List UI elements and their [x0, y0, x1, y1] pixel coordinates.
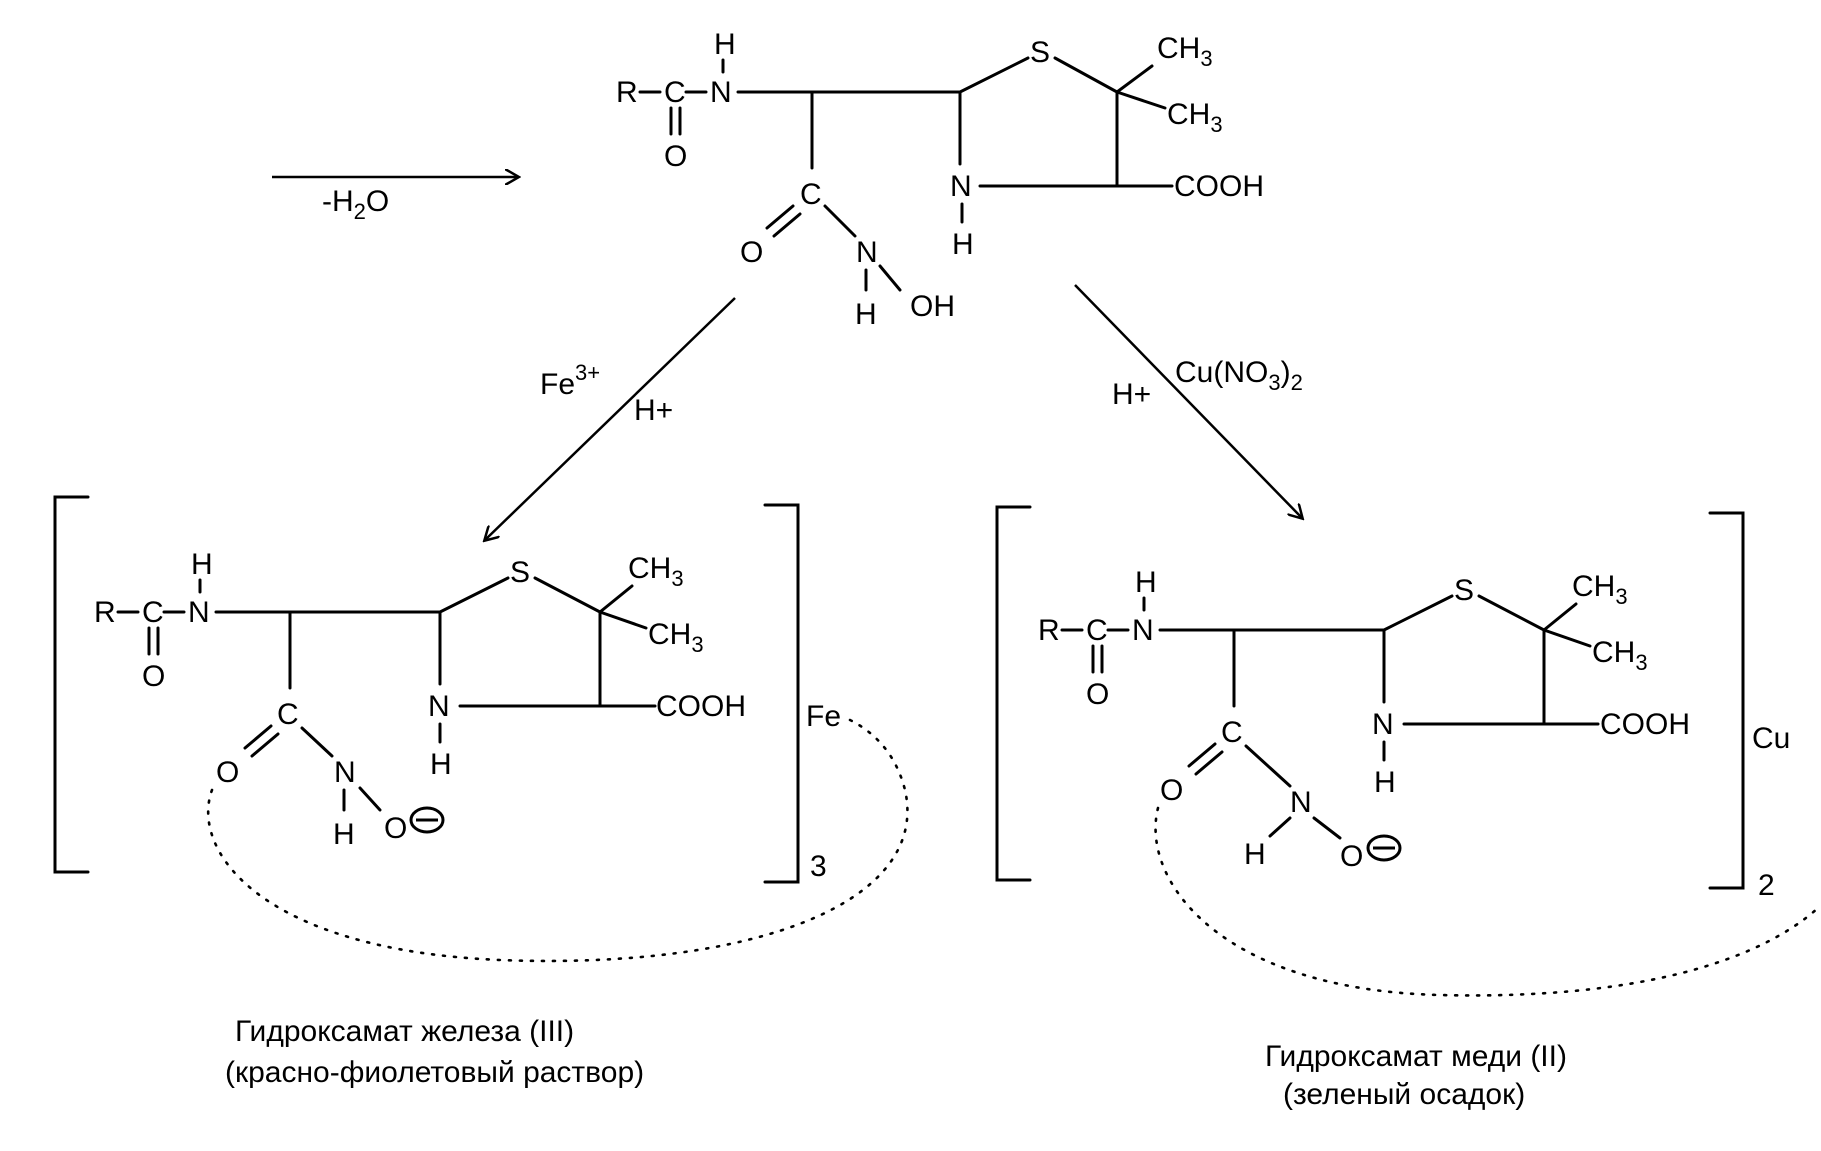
carboxyl-group: COOH [656, 690, 746, 723]
atom-s: S [510, 556, 530, 589]
atom-h-hydroxamic: H [855, 298, 877, 331]
atom-h-ring: H [430, 748, 452, 781]
copper-product-description: (зеленый осадок) [1283, 1078, 1525, 1111]
copper-reagent-label: Cu(NO3)2 [1175, 356, 1303, 395]
atom-o-amide: O [664, 140, 687, 173]
copper-product-name: Гидроксамат меди (II) [1265, 1040, 1567, 1073]
atom-h-amide: H [714, 28, 736, 61]
copper-hydroxamate-complex: 2 Cu R C O N H S CH3 CH3 COOH N H C O N [995, 505, 1820, 997]
atom-c-amide: C [1086, 614, 1108, 647]
atom-o-amide: O [142, 660, 165, 693]
copper-caption: Гидроксамат меди (II) (зеленый осадок) [1265, 1040, 1567, 1111]
methyl-upper: CH3 [1157, 32, 1213, 71]
iron-stoichiometry: 3 [810, 850, 827, 883]
carboxyl-group: COOH [1600, 708, 1690, 741]
copper-reaction-arrow: Cu(NO3)2 H+ [1074, 284, 1303, 518]
copper-acid-label: H+ [1112, 378, 1151, 411]
atom-n-hydroxamic: N [856, 236, 878, 269]
iron-atom: Fe [806, 700, 841, 733]
negative-charge-icon [409, 806, 445, 834]
atom-o-anion: O [384, 812, 407, 845]
iron-reaction-arrow: Fe3+ H+ [485, 297, 736, 540]
atom-c-amide: C [664, 76, 686, 109]
iron-coordination-dotted-bond [206, 718, 909, 963]
atom-c-hydroxamic: C [800, 178, 822, 211]
atom-n-hydroxamate: N [1290, 786, 1312, 819]
methyl-lower: CH3 [648, 618, 704, 657]
atom-o-hydroxamic: O [740, 236, 763, 269]
atom-h-amide: H [1135, 566, 1157, 599]
iron-product-description: (красно-фиолетовый раствор) [225, 1056, 644, 1089]
atom-h-hydroxamate: H [1244, 838, 1266, 871]
methyl-lower: CH3 [1167, 98, 1223, 137]
iron-acid-label: H+ [634, 394, 673, 427]
atom-s: S [1454, 574, 1474, 607]
atom-c-amide: C [142, 596, 164, 629]
copper-stoichiometry: 2 [1758, 869, 1775, 902]
atom-r: R [616, 76, 638, 109]
negative-charge-icon [1366, 834, 1402, 862]
atom-h-amide: H [191, 548, 213, 581]
atom-n-amide: N [188, 596, 210, 629]
methyl-upper: CH3 [628, 552, 684, 591]
atom-n-ring: N [428, 690, 450, 723]
atom-o-anion: O [1340, 840, 1363, 873]
atom-s: S [1030, 36, 1050, 69]
iron-reagent-label: Fe3+ [540, 360, 600, 401]
atom-n-amide: N [1132, 614, 1154, 647]
atom-n-ring: N [950, 170, 972, 203]
atom-r: R [1038, 614, 1060, 647]
atom-c-hydroxamate: C [277, 698, 299, 731]
hydroxyl-group: OH [910, 290, 955, 323]
iron-hydroxamate-complex: 3 Fe R C O N H S CH3 CH3 COOH N H C O N [53, 495, 909, 963]
atom-n-hydroxamate: N [334, 756, 356, 789]
atom-h-ring: H [952, 228, 974, 261]
atom-o-carbonyl: O [216, 756, 239, 789]
iron-product-name: Гидроксамат железа (III) [235, 1015, 574, 1048]
atom-h-ring: H [1374, 766, 1396, 799]
carboxyl-group: COOH [1174, 170, 1264, 203]
atom-n-ring: N [1372, 708, 1394, 741]
atom-c-hydroxamate: C [1221, 716, 1243, 749]
dehydration-arrow: -H2O [272, 177, 518, 224]
atom-n-amide: N [710, 76, 732, 109]
copper-atom: Cu [1752, 722, 1790, 755]
atom-r: R [94, 596, 116, 629]
atom-o-amide: O [1086, 678, 1109, 711]
atom-o-carbonyl: O [1160, 774, 1183, 807]
methyl-lower: CH3 [1592, 636, 1648, 675]
water-elimination-label: -H2O [322, 185, 389, 224]
atom-h-hydroxamate: H [333, 818, 355, 851]
copper-coordination-dotted-bond [1154, 806, 1820, 997]
methyl-upper: CH3 [1572, 570, 1628, 609]
iron-caption: Гидроксамат железа (III) (красно-фиолето… [225, 1015, 644, 1089]
hydroxamic-acid-molecule: R C O N H S CH3 CH3 COOH N H C O N H [616, 28, 1264, 331]
